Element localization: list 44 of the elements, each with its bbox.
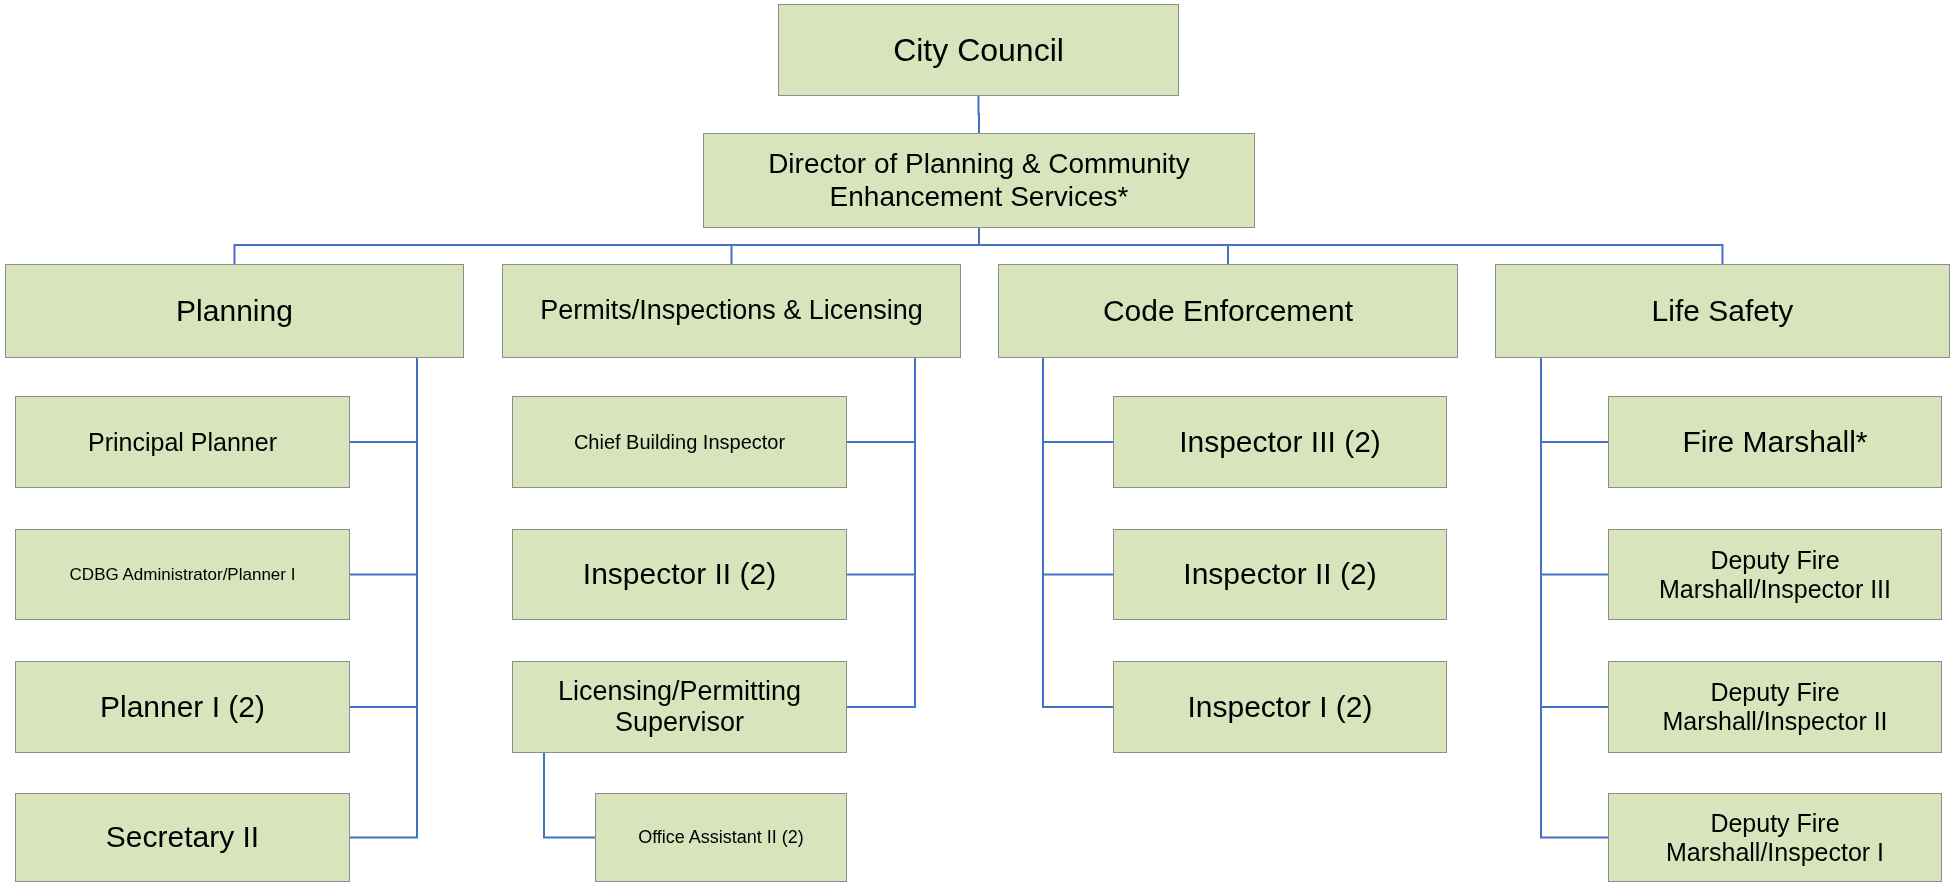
department-box (998, 264, 1458, 358)
position-box (15, 529, 350, 620)
position-box (512, 661, 847, 753)
connector-line (543, 752, 596, 839)
position-title: Principal Planner (88, 427, 277, 457)
position-title: Deputy Fire Marshall/Inspector I (1664, 808, 1886, 867)
position-box (15, 396, 350, 488)
position-title: Deputy Fire Marshall/Inspector III (1658, 545, 1892, 604)
department-box (5, 264, 464, 358)
department-box (1495, 264, 1950, 358)
department-box (778, 4, 1179, 96)
position-title: Inspector III (2) (1179, 424, 1381, 460)
position-box (1608, 396, 1942, 488)
department-box (502, 264, 961, 358)
position-title: Licensing/Permitting Supervisor (556, 675, 803, 739)
position-box (1608, 529, 1942, 620)
position-title: Deputy Fire Marshall/Inspector II (1661, 678, 1889, 736)
position-title: City Council (893, 31, 1064, 69)
position-title: Director of Planning & Community Enhancement Services* (767, 148, 1191, 213)
position-title: Chief Building Inspector (573, 430, 786, 454)
position-title: Office Assistant II (2) (638, 827, 804, 848)
position-title: Secretary II (105, 820, 260, 855)
position-title: Planner I (2) (99, 689, 266, 725)
department-box (703, 133, 1255, 228)
position-title: Permits/Inspections & Licensing (540, 295, 923, 327)
position-title: Inspector I (2) (1187, 689, 1373, 725)
position-box (595, 793, 847, 882)
position-box (512, 529, 847, 620)
position-title: Fire Marshall* (1682, 424, 1868, 460)
position-title: Code Enforcement (1102, 293, 1354, 329)
position-title: Planning (176, 293, 293, 329)
position-box (1113, 396, 1447, 488)
position-box (1608, 661, 1942, 753)
position-box (1113, 661, 1447, 753)
position-title: CDBG Administrator/Planner I (69, 564, 296, 585)
position-title: Inspector II (2) (582, 557, 777, 592)
position-title: Life Safety (1651, 293, 1794, 329)
position-title: Inspector II (2) (1183, 557, 1377, 592)
position-box (512, 396, 847, 488)
position-box (15, 661, 350, 753)
position-box (1608, 793, 1942, 882)
position-box (15, 793, 350, 882)
connector-line (977, 95, 980, 134)
position-box (1113, 529, 1447, 620)
